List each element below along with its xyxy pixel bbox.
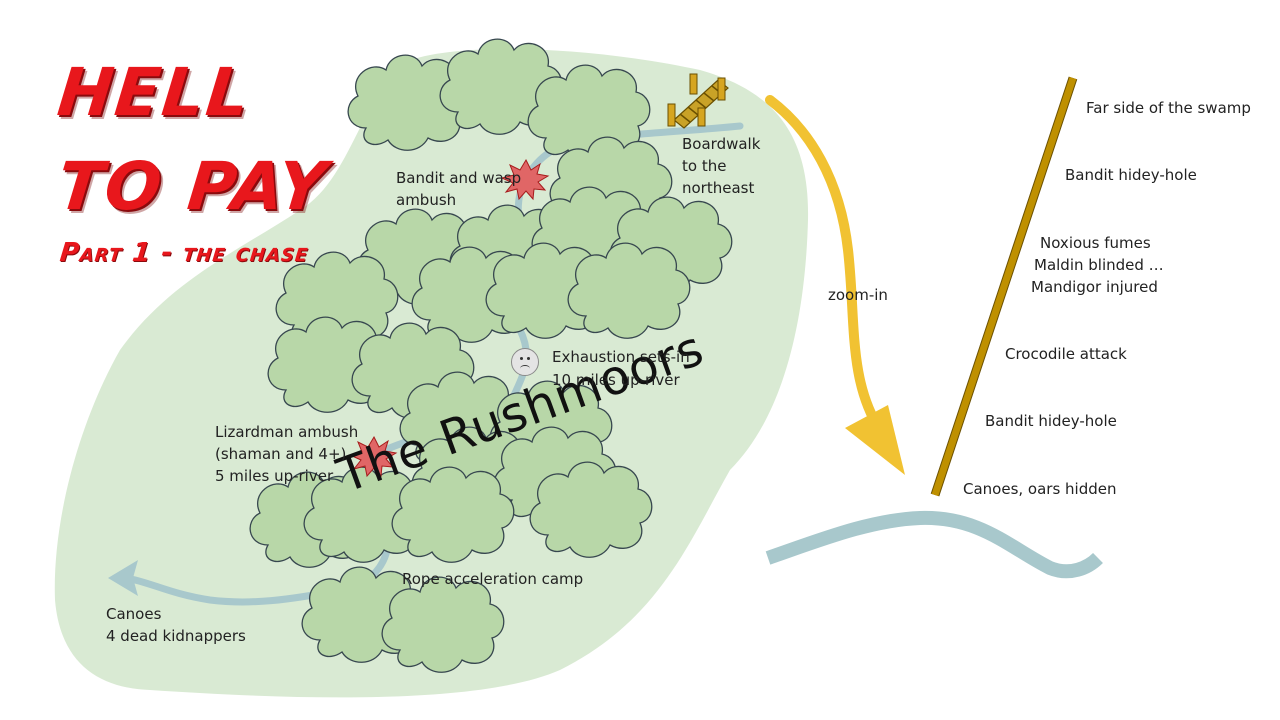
label-canoes-1: Canoes [106, 605, 162, 623]
subtitle: Part 1 - the chase [58, 238, 311, 268]
zoom-step-maldin-blinded: Maldin blinded … [1034, 256, 1164, 274]
river-arrowhead [108, 560, 138, 596]
label-lizardman-2: (shaman and 4+) [215, 445, 347, 463]
label-zoom-in: zoom-in [828, 286, 888, 304]
zoom-step-bandit-hidey-hole-2: Bandit hidey-hole [985, 412, 1117, 430]
title-line-2: TO PAY [54, 148, 332, 225]
zoom-arrow [765, 95, 885, 435]
title-line-1: HELL [54, 54, 255, 131]
zoom-step-crocodile-attack: Crocodile attack [1005, 345, 1127, 363]
label-boardwalk: Boardwalk to the northeast [682, 135, 761, 197]
tree-icon [381, 576, 505, 673]
label-bandit-wasp-ambush: Bandit and wasp ambush [396, 169, 522, 209]
zoom-step-far-side: Far side of the swamp [1086, 99, 1251, 117]
label-exhaustion-1: Exhaustion sets-in [552, 348, 690, 366]
label-canoes-2: 4 dead kidnappers [106, 627, 246, 645]
zoom-arrowhead-icon [845, 405, 905, 475]
label-lizardman-1: Lizardman ambush [215, 423, 359, 441]
frown-face-icon [511, 348, 539, 376]
zoom-step-bandit-hidey-hole: Bandit hidey-hole [1065, 166, 1197, 184]
zoom-timeline-line-fill [931, 76, 1077, 497]
label-lizardman-3: 5 miles up-river [215, 467, 334, 485]
boardwalk-icon [667, 73, 729, 129]
explosion-icon [500, 158, 550, 201]
zoom-step-noxious-fumes: Noxious fumes [1040, 234, 1151, 252]
label-rope-camp: Rope acceleration camp [402, 570, 584, 588]
tree-icon [529, 461, 653, 558]
zoom-step-mandigor-injured: Mandigor injured [1031, 278, 1158, 296]
explosion-icon [348, 435, 398, 478]
label-exhaustion-2: 10 miles up-river [552, 371, 680, 389]
zoom-river [765, 510, 1103, 579]
zoom-step-canoes-oars-hidden: Canoes, oars hidden [963, 480, 1117, 498]
tree-icon [567, 242, 691, 339]
